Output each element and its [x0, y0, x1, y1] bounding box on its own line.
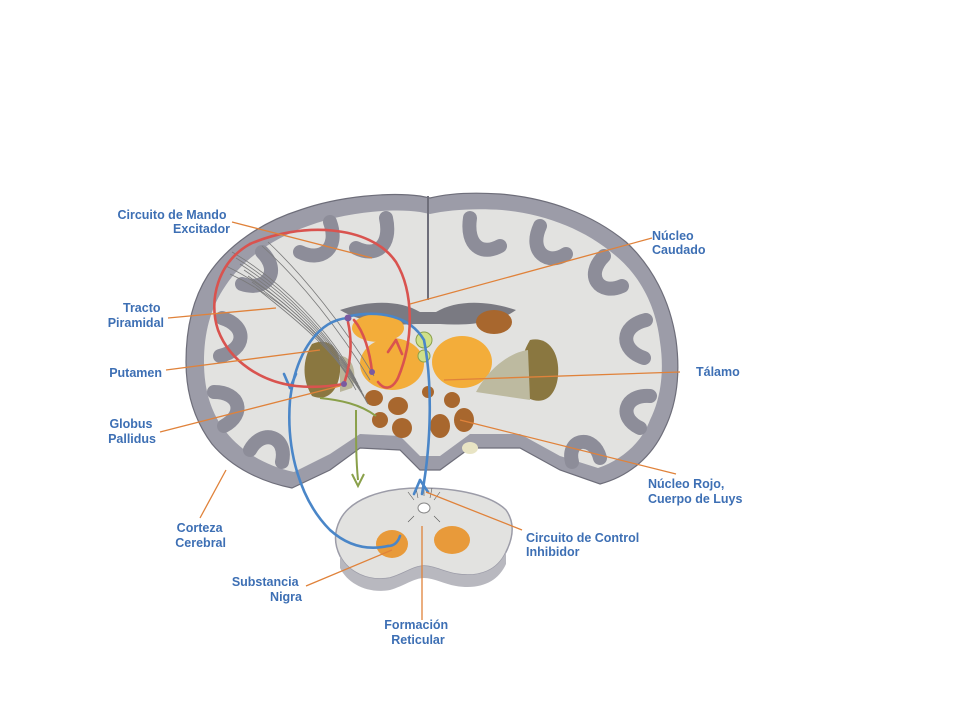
label-formacion-reticular: Formación Reticular — [384, 618, 451, 647]
thalamus-right — [432, 336, 492, 388]
deep-structures — [304, 302, 559, 454]
labels: Circuito de Mando Excitador Tracto Piram… — [108, 208, 743, 647]
label-nucleo-rojo: Núcleo Rojo, Cuerpo de Luys — [648, 477, 743, 506]
lentiform-right — [476, 350, 530, 400]
brainstem-section — [334, 487, 513, 580]
red-nucleus-group — [365, 386, 474, 438]
thalamus-left — [360, 338, 424, 390]
putamen-left — [304, 341, 341, 398]
white-matter — [204, 209, 662, 472]
descending-tract — [319, 397, 377, 489]
pyramidal-tract-fibers — [225, 241, 375, 405]
mammillary-body — [462, 442, 478, 454]
right-gyri — [462, 211, 657, 469]
pathway-nodes — [341, 314, 375, 387]
label-nucleo-caudado: Núcleo Caudado — [652, 229, 706, 257]
leader-nucleo-rojo — [459, 419, 677, 475]
leader-tracto-piramidal — [167, 307, 277, 319]
substantia-nigra-right — [434, 526, 470, 554]
leader-substancia-nigra — [305, 549, 393, 587]
leader-corteza-cerebral — [199, 469, 227, 519]
caudate-nucleus-right — [476, 310, 512, 334]
label-circuito-control: Circuito de Control Inhibidor — [526, 531, 643, 559]
leader-circuito-control — [425, 491, 523, 531]
label-putamen: Putamen — [109, 366, 162, 380]
leader-putamen — [165, 349, 321, 371]
label-corteza-cerebral: Corteza Cerebral — [175, 521, 226, 550]
putamen-right — [520, 339, 559, 401]
label-substancia-nigra: Substancia Nigra — [232, 575, 303, 604]
label-tracto-piramidal: Tracto Piramidal — [108, 301, 164, 330]
brainstem — [334, 486, 513, 591]
label-globus-pallidus: Globus Pallidus — [108, 417, 156, 446]
excitatory-command-circuit — [213, 228, 412, 389]
label-talamo: Tálamo — [696, 365, 740, 379]
aqueduct — [417, 502, 431, 514]
caudate-nucleus-left — [352, 314, 404, 342]
inhibitory-control-circuit — [282, 312, 432, 549]
leader-circuito-mando — [231, 221, 373, 259]
leader-nucleo-caudado — [409, 237, 653, 305]
leader-globus-pallidus — [159, 385, 341, 433]
label-circuito-mando: Circuito de Mando Excitador — [117, 208, 230, 236]
leader-talamo — [443, 371, 681, 381]
leader-lines — [159, 221, 681, 620]
brainstem-depth — [340, 552, 506, 591]
cerebral-hemispheres — [185, 192, 679, 489]
